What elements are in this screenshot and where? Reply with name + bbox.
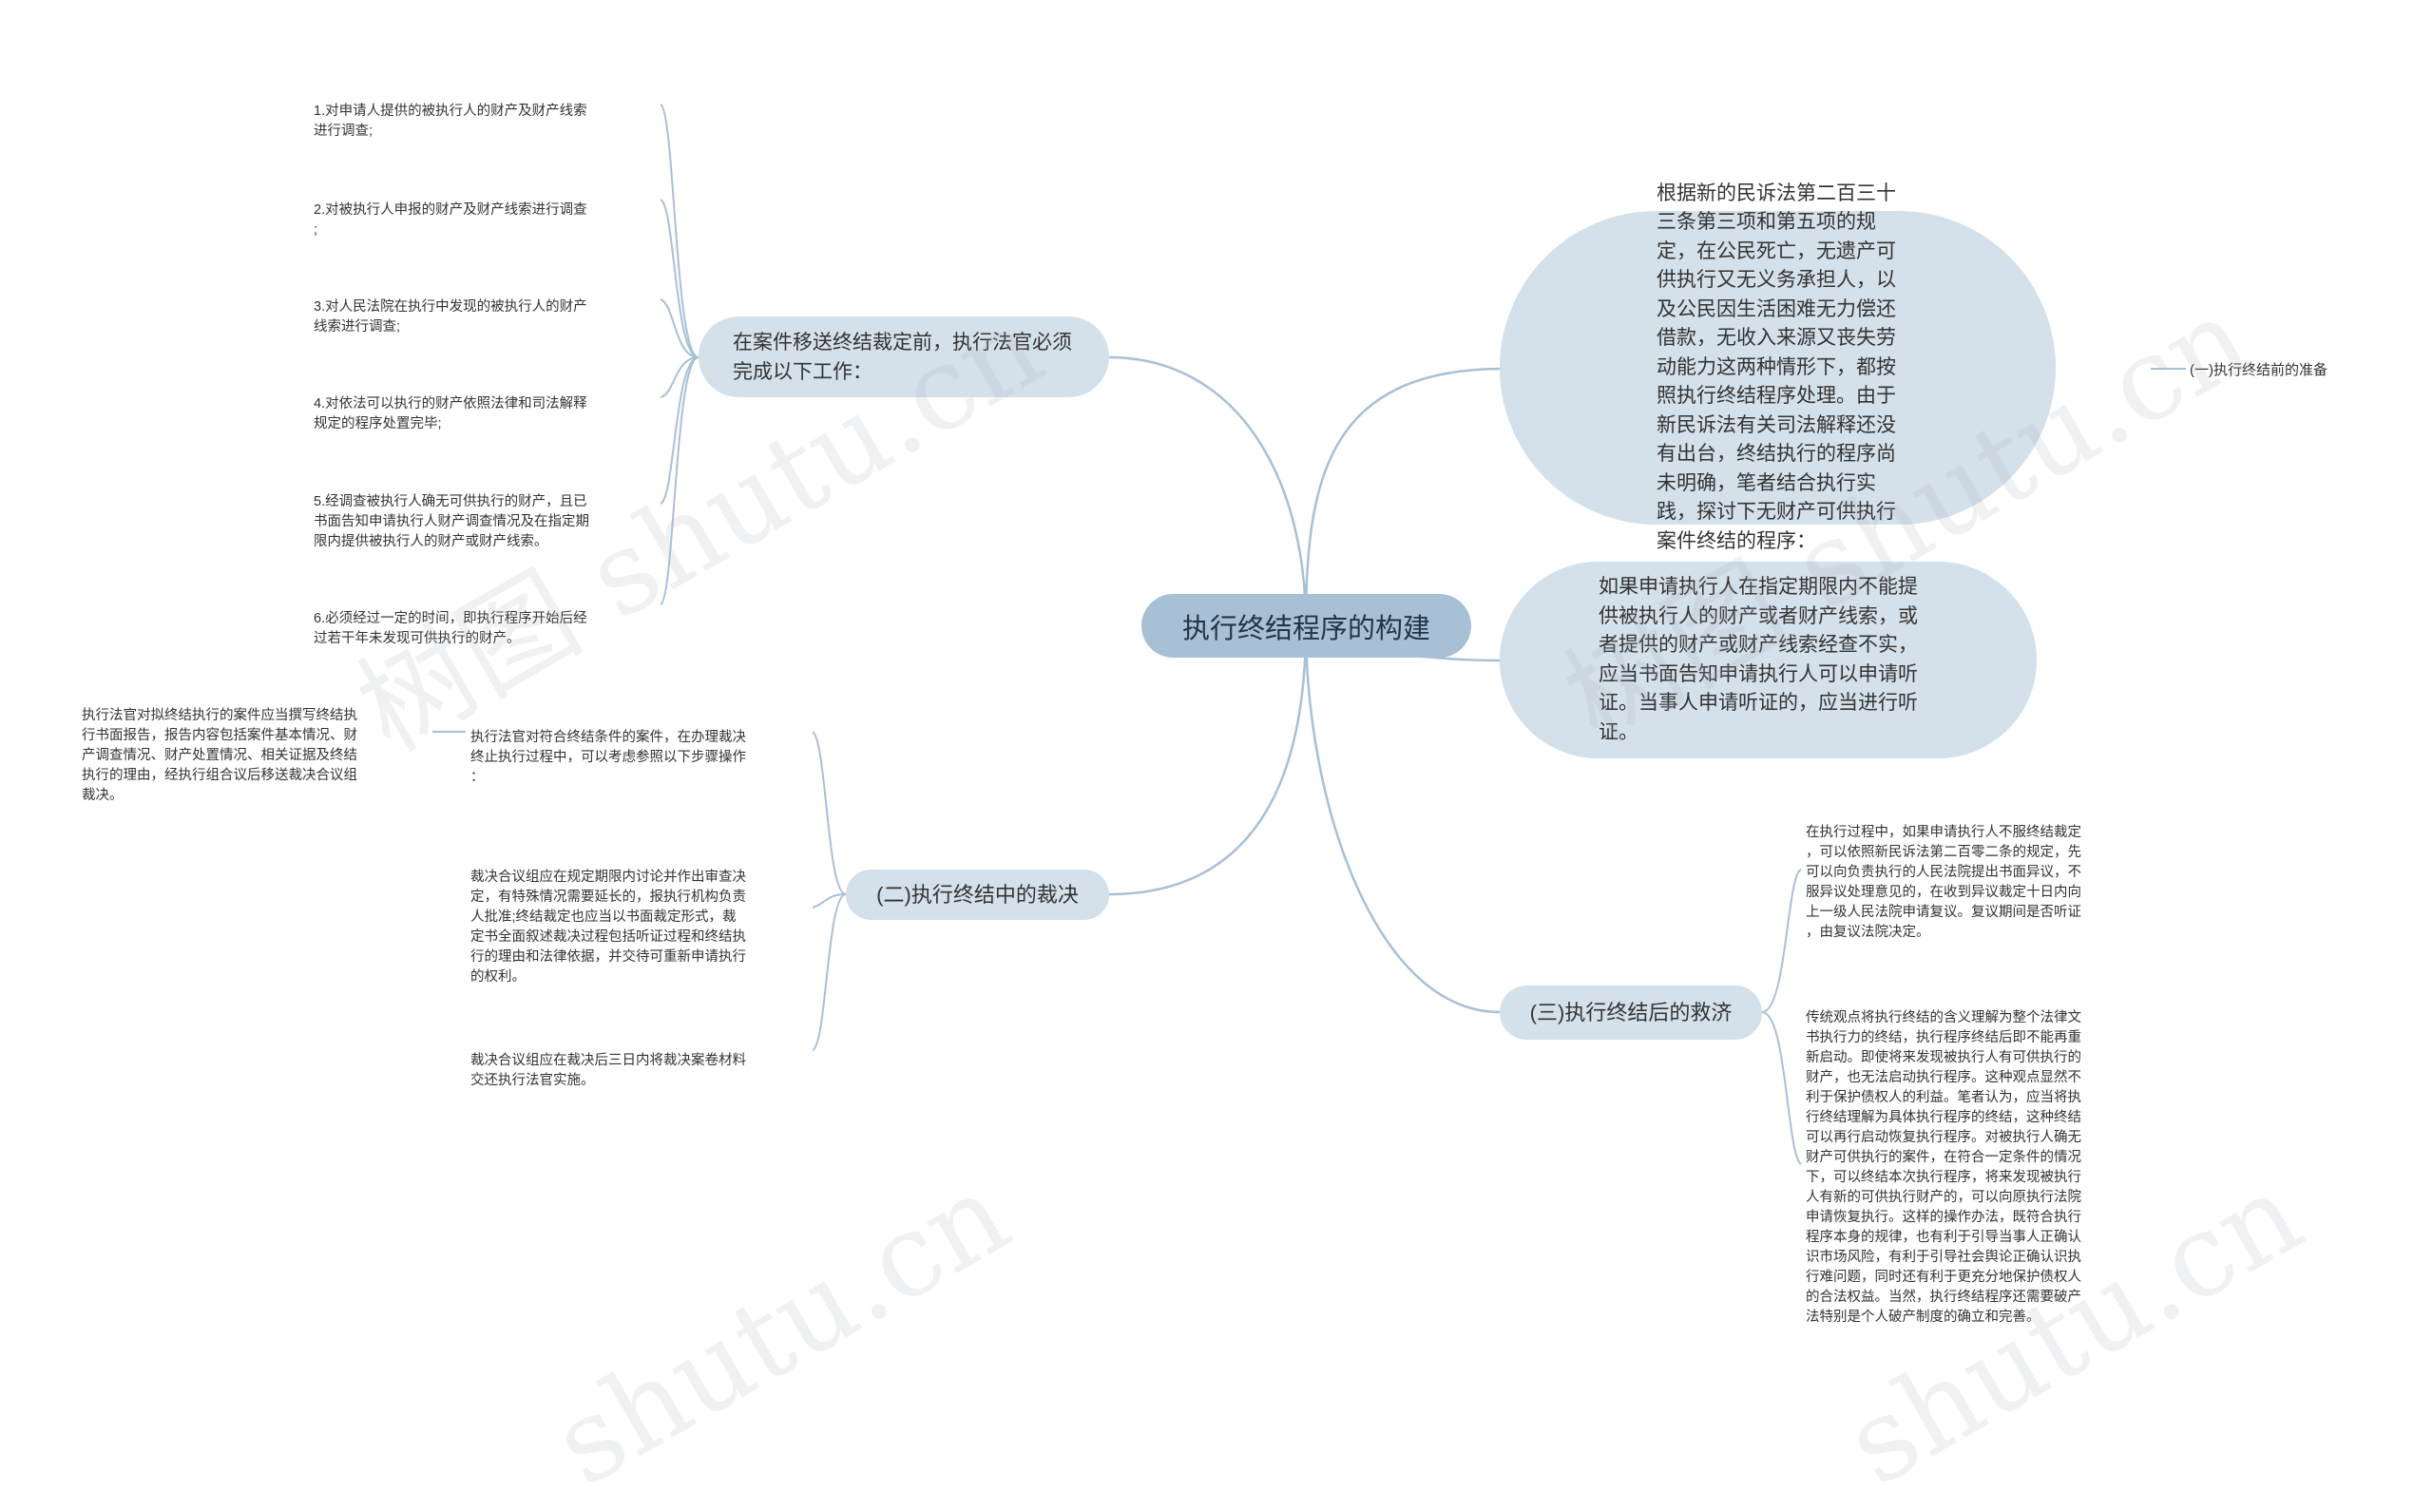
branch-label: (二)执行终结中的裁决 xyxy=(876,883,1079,907)
branch-ruling[interactable]: (二)执行终结中的裁决 xyxy=(846,870,1109,920)
list-item[interactable]: 3.对人民法院在执行中发现的被执行人的财产 线索进行调查; xyxy=(314,299,587,335)
branch-remedy[interactable]: (三)执行终结后的救济 xyxy=(1500,986,1762,1040)
mind-map-canvas: 执行终结程序的构建 根据新的民诉法第二百三十三条第三项和第五项的规定，在公民死亡… xyxy=(82,104,2328,1512)
branch-label: 在案件移送终结裁定前，执行法官必须完成以下工作： xyxy=(733,331,1072,383)
bubble-text: 根据新的民诉法第二百三十三条第三项和第五项的规定，在公民死亡，无遗产可供执行又无… xyxy=(1657,182,1896,552)
root-title: 执行终结程序的构建 xyxy=(1181,613,1430,644)
label-preparation[interactable]: (一)执行终结前的准备 xyxy=(2190,362,2328,378)
topic-bubble-hearing[interactable]: 如果申请执行人在指定期限内不能提供被执行人的财产或者财产线索，或者提供的财产或财… xyxy=(1500,562,2037,758)
list-item[interactable]: 执行法官对符合终结条件的案件，在办理裁决 终止执行过程中，可以考虑参照以下步骤操… xyxy=(470,730,746,785)
list-item[interactable]: 裁决合议组应在裁决后三日内将裁决案卷材料 交还执行法官实施。 xyxy=(470,1053,746,1088)
list-item[interactable]: 5.经调查被执行人确无可供执行的财产，且已 书面告知申请执行人财产调查情况及在指… xyxy=(314,494,589,549)
list-item[interactable]: 在执行过程中，如果申请执行人不服终结裁定 ，可以依照新民诉法第二百零二条的规定，… xyxy=(1806,825,2081,940)
branch-label: (三)执行终结后的救济 xyxy=(1529,1001,1733,1024)
list-item[interactable]: 裁决合议组应在规定期限内讨论并作出审查决 定，有特殊情况需要延长的，报执行机构负… xyxy=(470,870,746,985)
sub-list-item[interactable]: 执行法官对拟终结执行的案件应当撰写终结执 行书面报告，报告内容包括案件基本情况、… xyxy=(82,708,357,803)
list-item[interactable]: 1.对申请人提供的被执行人的财产及财产线索 进行调查; xyxy=(314,104,587,139)
root-topic[interactable]: 执行终结程序的构建 xyxy=(1141,594,1471,658)
list-item[interactable]: 4.对依法可以执行的财产依照法律和司法解释 规定的程序处置完毕; xyxy=(314,396,587,431)
connector-lines xyxy=(432,104,2186,1165)
list-item[interactable]: 6.必须经过一定的时间，即执行程序开始后经 过若干年未发现可供执行的财产。 xyxy=(314,611,587,646)
list-item[interactable]: 传统观点将执行终结的含义理解为整个法律文 书执行力的终结，执行程序终结后即不能再… xyxy=(1806,1010,2081,1325)
bubble-text: 如果申请执行人在指定期限内不能提供被执行人的财产或者财产线索，或者提供的财产或财… xyxy=(1599,576,1918,743)
topic-bubble-preparation-intro[interactable]: 根据新的民诉法第二百三十三条第三项和第五项的规定，在公民死亡，无遗产可供执行又无… xyxy=(1500,182,2056,552)
list-item[interactable]: 2.对被执行人申报的财产及财产线索进行调查 ; xyxy=(314,202,587,238)
branch-pre-termination-work[interactable]: 在案件移送终结裁定前，执行法官必须完成以下工作： xyxy=(699,316,1109,397)
